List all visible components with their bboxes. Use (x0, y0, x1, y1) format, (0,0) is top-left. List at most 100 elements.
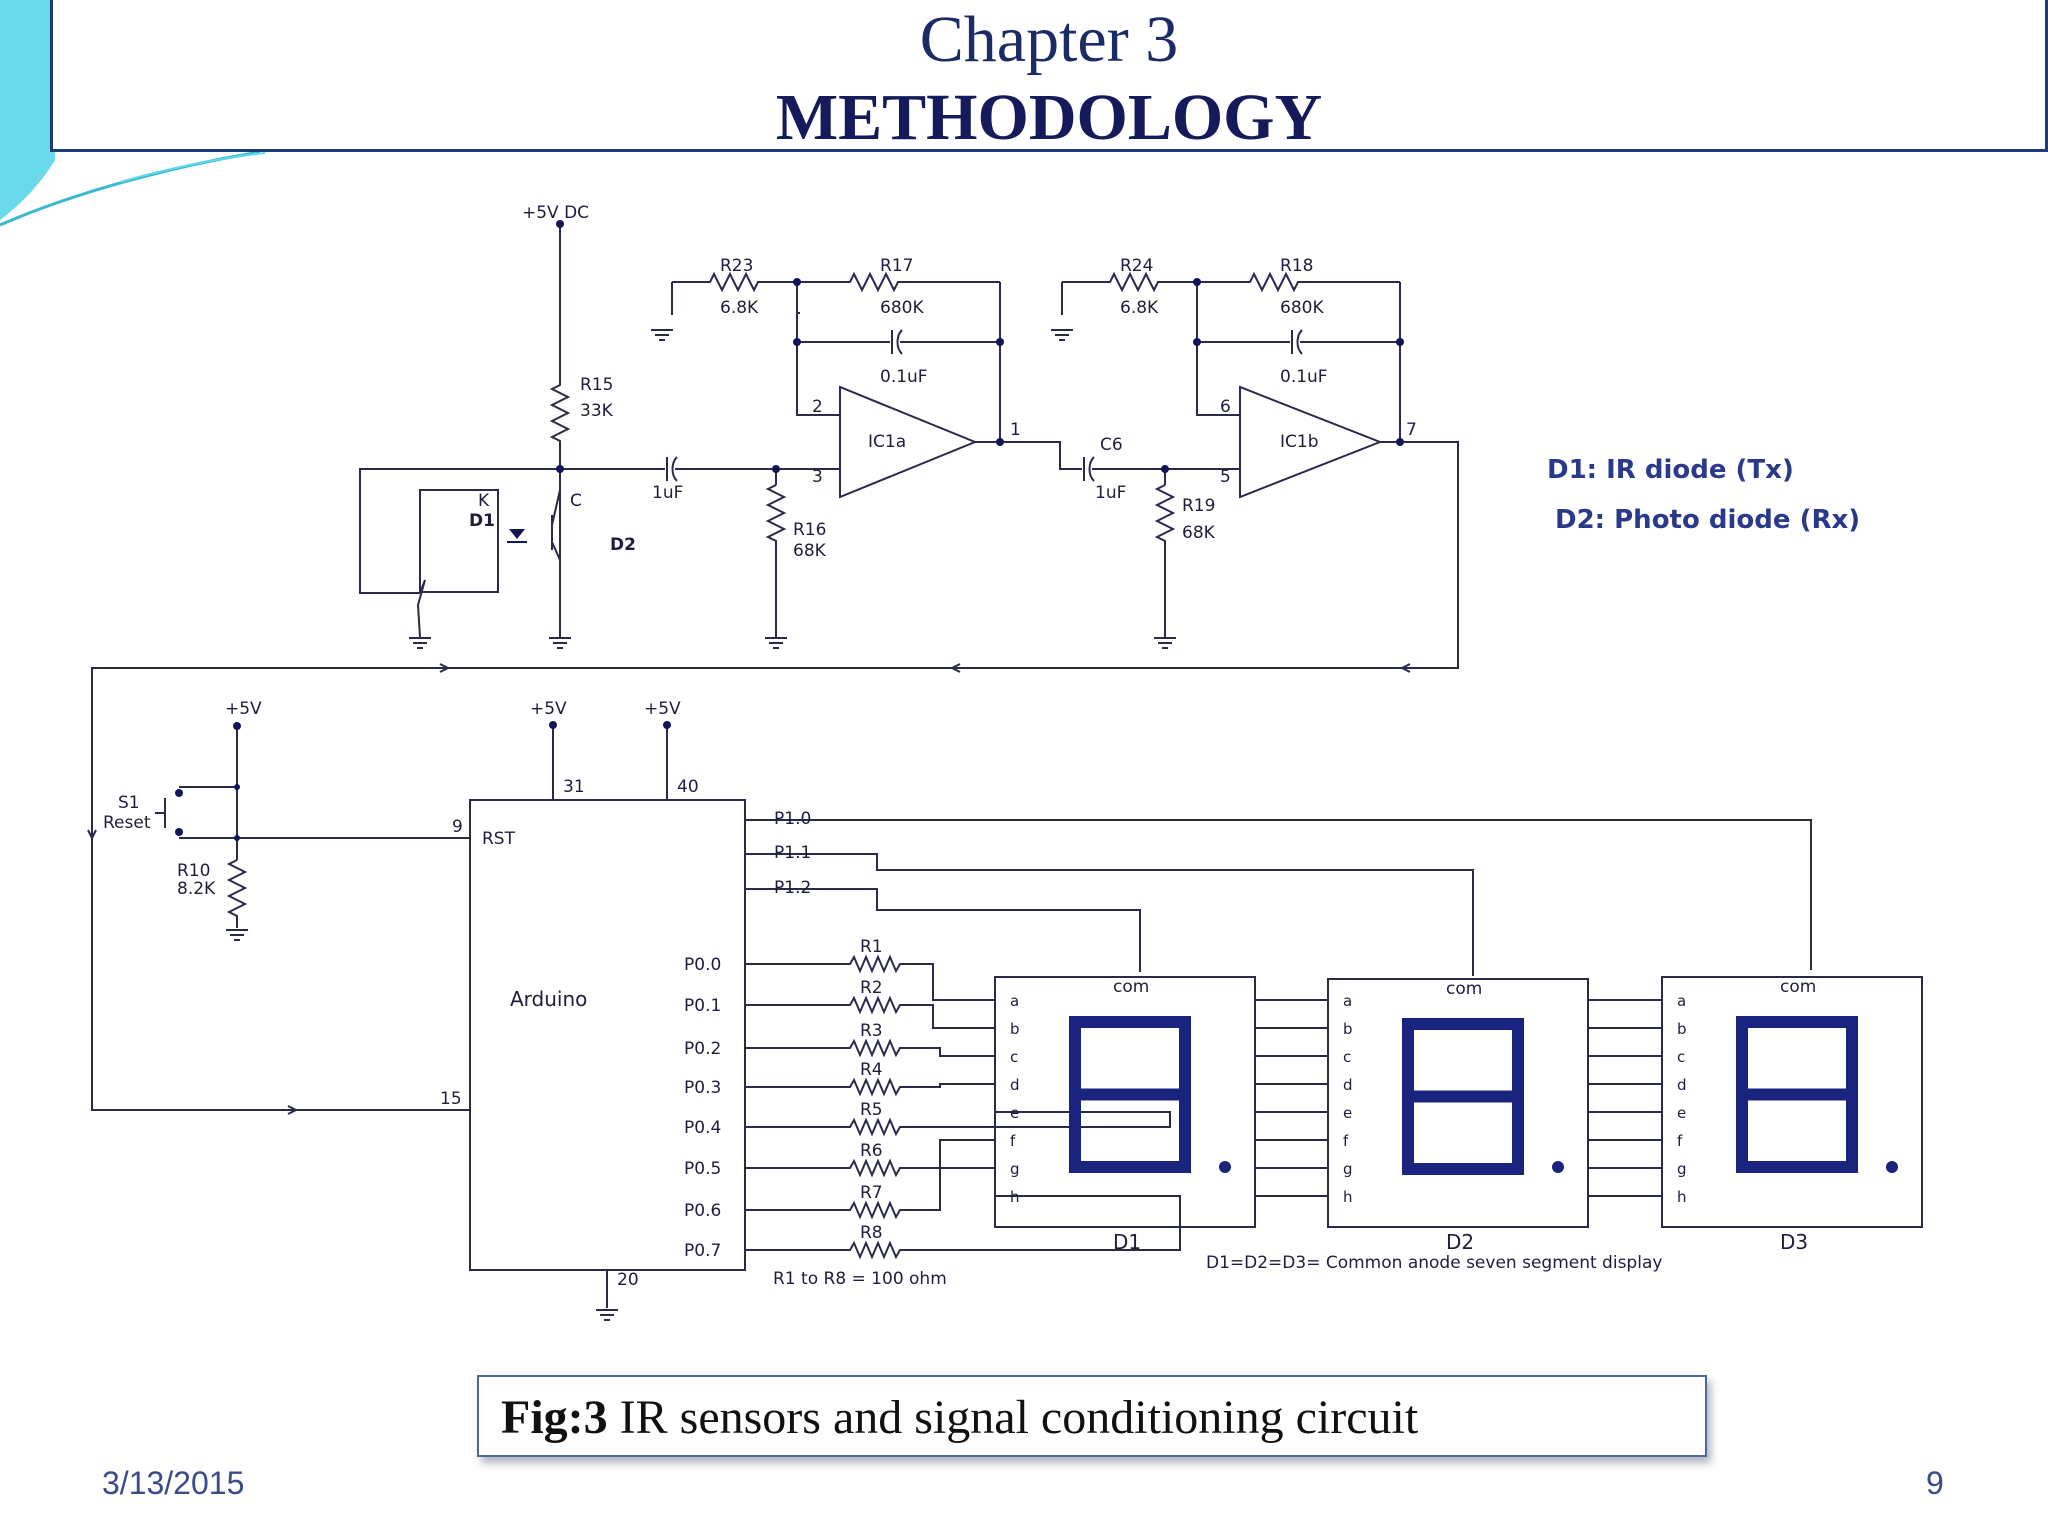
p0-line (745, 1195, 1181, 1260)
segment-label: g (1343, 1160, 1353, 1178)
figure-caption: Fig:3 IR sensors and signal conditioning… (477, 1375, 1707, 1457)
seven-segment-display (1661, 976, 1923, 1228)
r19-value: 68K (1182, 523, 1216, 543)
display-name: D3 (1780, 1230, 1808, 1254)
p0-pin-label: P0.6 (684, 1201, 721, 1221)
segment-label: f (1343, 1132, 1349, 1150)
rst-label: RST (482, 829, 516, 849)
r23-resistor (672, 271, 797, 293)
r10-label: R10 (177, 861, 210, 881)
segment-label: e (1677, 1104, 1686, 1122)
p1-0-label: P1.0 (774, 809, 811, 829)
segment-label: a (1677, 992, 1686, 1010)
arduino-label: Arduino (510, 987, 587, 1011)
circuit-diagram: +5V DC R23 6.8K R17 680K R24 6.8K R18 68… (87, 203, 1923, 1321)
c6-label: C6 (1100, 435, 1123, 455)
p0-pin-label: P0.1 (684, 996, 721, 1016)
segment-label: d (1010, 1076, 1020, 1094)
ic1b-pin-7: 7 (1406, 420, 1417, 440)
switch-name: S1 (118, 793, 140, 813)
p0-pin-label: P0.7 (684, 1241, 721, 1261)
pin31-label: 31 (563, 777, 585, 797)
sensor-section (87, 224, 1459, 1115)
ic1a-pin-3: 3 (812, 467, 823, 487)
junction-nodes (556, 220, 1404, 473)
segment-label: f (1010, 1132, 1016, 1150)
digit-segments (1736, 1016, 1858, 1173)
r17-value: 680K (880, 298, 924, 318)
pin15-label: 15 (440, 1089, 462, 1109)
r19-label: R19 (1182, 496, 1215, 516)
p0-pin-label: P0.3 (684, 1078, 721, 1098)
p0-line (745, 954, 995, 1001)
segment-label: e (1343, 1104, 1352, 1122)
slide-decoration (0, 0, 266, 227)
r15-label: R15 (580, 375, 613, 395)
segment-label: h (1010, 1188, 1020, 1206)
p0-pin-label: P0.5 (684, 1159, 721, 1179)
switch-label: Reset (103, 813, 151, 833)
ir-diode-d1 (509, 529, 525, 539)
series-resistor-label: R4 (860, 1060, 883, 1080)
segment-label: e (1010, 1104, 1019, 1122)
p0-line (745, 1139, 995, 1178)
slide-page-number: 9 (1926, 1465, 1944, 1501)
series-resistor-label: R2 (860, 978, 883, 998)
display-com-label: com (1780, 977, 1816, 997)
display-name: D1 (1113, 1230, 1141, 1254)
display-name: D2 (1446, 1230, 1474, 1254)
segment-label: b (1677, 1020, 1687, 1038)
r15-value: 33K (580, 401, 614, 421)
series-resistor-label: R8 (860, 1223, 883, 1243)
decimal-point (1219, 1161, 1231, 1173)
series-resistor-label: R7 (860, 1183, 883, 1203)
p0-line (745, 1038, 995, 1058)
p0-pin-label: P0.2 (684, 1039, 721, 1059)
digit-segments (1069, 1016, 1191, 1173)
ic1a-label: IC1a (868, 432, 906, 452)
r23-value: 6.8K (720, 298, 759, 318)
r19-resistor (1154, 484, 1176, 637)
series-resistor-label: R1 (860, 937, 883, 957)
pin31-supply-label: +5V (530, 699, 567, 719)
sensor-c-label: C (570, 491, 582, 511)
r16-label: R16 (793, 520, 826, 540)
legend-d2: D2: Photo diode (Rx) (1555, 505, 1860, 535)
r18-resistor (1197, 271, 1400, 293)
caption-figure-number: Fig:3 (501, 1391, 608, 1444)
decimal-point (1552, 1161, 1564, 1173)
display-com-label: com (1446, 979, 1482, 999)
slide-heading: METHODOLOGY (775, 81, 1323, 154)
mcu-nodes (175, 721, 671, 841)
input-cap-value: 1uF (652, 483, 683, 503)
r18-label: R18 (1280, 256, 1313, 276)
sensor-d1-label: D1 (469, 511, 495, 531)
segment-label: h (1677, 1188, 1687, 1206)
pin40-supply-label: +5V (644, 699, 681, 719)
title-box: Chapter 3 METHODOLOGY (50, 0, 2048, 154)
p0-line (745, 1167, 995, 1220)
segment-label: a (1343, 992, 1352, 1010)
teal-swoosh-line (119, 152, 266, 183)
segment-label: d (1677, 1076, 1687, 1094)
series-resistor-note: R1 to R8 = 100 ohm (773, 1269, 947, 1289)
segment-label: c (1677, 1048, 1685, 1066)
pin20-label: 20 (617, 1270, 639, 1290)
opamp-ic1a (839, 385, 978, 499)
r24-resistor (1062, 271, 1197, 293)
opamp-ic1b (1239, 385, 1383, 499)
seven-segment-display (1327, 978, 1589, 1228)
p0-line (745, 1077, 995, 1097)
r24-label: R24 (1120, 256, 1153, 276)
r17-label: R17 (880, 256, 913, 276)
series-resistor-label: R3 (860, 1021, 883, 1041)
segment-label: c (1343, 1048, 1351, 1066)
segment-label: f (1677, 1132, 1683, 1150)
p1-1-label: P1.1 (774, 843, 811, 863)
arduino-chip (469, 799, 746, 1271)
sensor-d2-label: D2 (610, 535, 636, 555)
seven-segment-display (994, 976, 1256, 1228)
slide-date: 3/13/2015 (102, 1465, 245, 1501)
legend-d1: D1: IR diode (Tx) (1547, 455, 1794, 485)
